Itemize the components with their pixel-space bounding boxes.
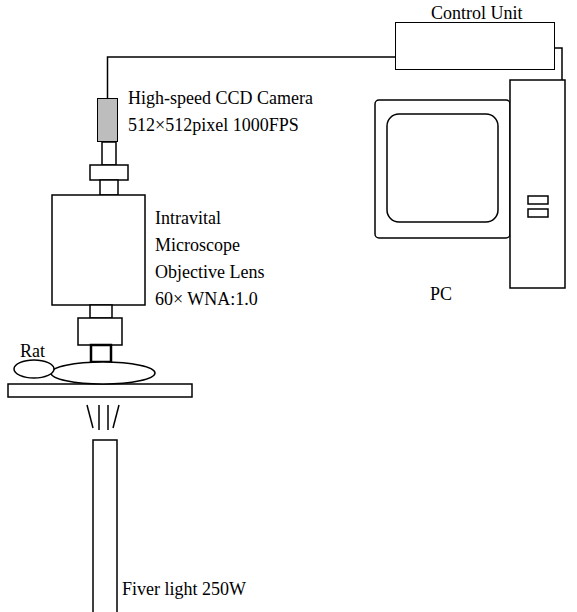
node-text: Control Unit — [431, 2, 523, 24]
rat-body — [51, 362, 155, 384]
node-text: PC — [430, 283, 452, 305]
pc-tower — [510, 80, 565, 288]
drive-slot — [528, 196, 548, 204]
mount-neck — [100, 180, 118, 195]
monitor-screen — [387, 114, 498, 222]
fiber-light-source — [93, 440, 117, 612]
stage-platform — [8, 384, 192, 397]
label-slot: Rat — [20, 338, 45, 365]
nosepiece — [90, 305, 112, 318]
label-slot: Intravital Microscope — [155, 205, 273, 259]
light-ray — [98, 405, 100, 430]
objective-lens — [91, 345, 111, 362]
camera-neck — [102, 142, 116, 165]
text-slot: High-speed CCD Camera — [128, 87, 313, 109]
node-text: 512×512pixel 1000FPS — [128, 114, 299, 136]
text-slot: 512×512pixel 1000FPS — [128, 114, 299, 136]
light-ray — [113, 405, 119, 428]
camera-mount — [90, 165, 128, 180]
rat-head — [14, 360, 54, 378]
microscope-body — [52, 195, 145, 305]
part-spec: Objective Lens 60× WNA:1.0 — [155, 259, 273, 313]
light-ray — [87, 405, 93, 428]
part-name: Intravital Microscope — [155, 205, 273, 259]
node-text: High-speed CCD Camera — [128, 87, 313, 109]
part-name: Rat — [20, 338, 45, 365]
camera-body: High-speed CCD Camera512×512pixel 1000FP… — [97, 98, 118, 142]
label-slot: Objective Lens 60× WNA:1.0 — [155, 259, 273, 313]
part-name: Fiver light 250W — [122, 576, 246, 603]
label-slot: Fiver light 250W — [122, 576, 246, 603]
monitor-frame — [375, 100, 510, 238]
text-slot: Control Unit — [431, 2, 523, 24]
text-slot: PC — [430, 283, 452, 305]
light-ray — [107, 405, 109, 430]
drive-slot — [528, 209, 548, 217]
objective-housing — [78, 318, 122, 345]
signal-cable — [555, 48, 562, 80]
control-unit-box: Control Unit — [395, 22, 555, 70]
pc-unit: PC — [375, 80, 565, 288]
